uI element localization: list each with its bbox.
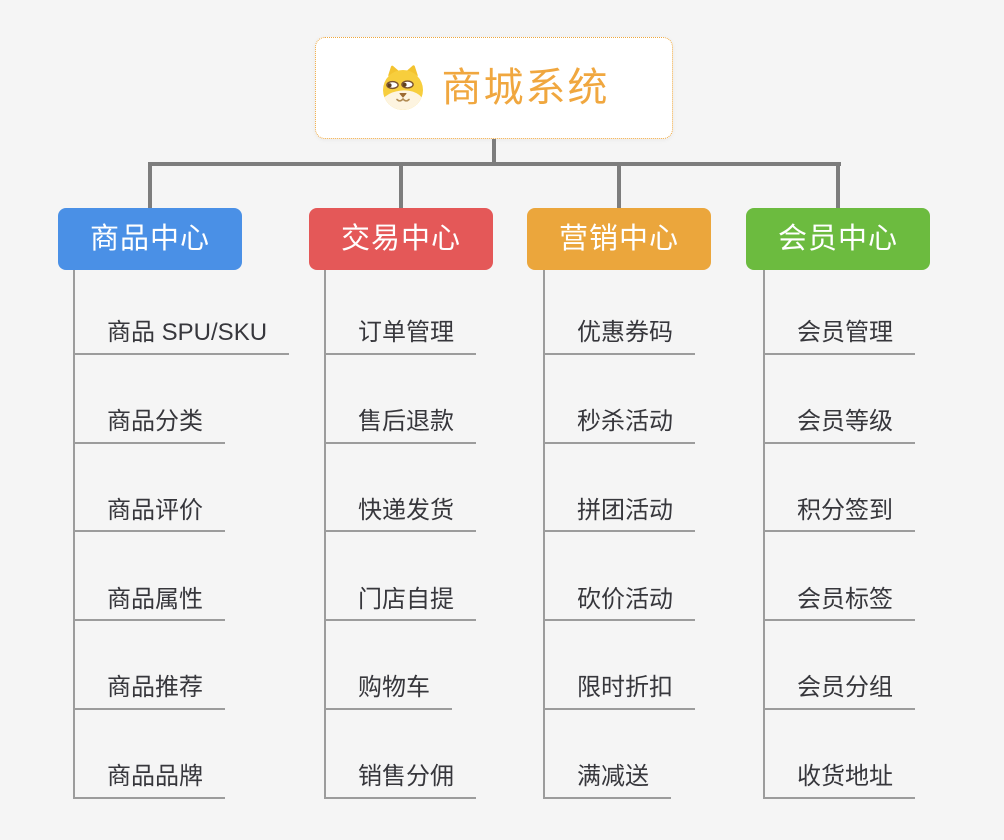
connector-branch-drop [617,162,621,208]
branch-node-product-center[interactable]: 商品中心 [58,208,242,270]
branch-spine [763,270,765,799]
leaf-node[interactable]: 满减送 [543,710,671,799]
leaf-node[interactable]: 拼团活动 [543,444,695,533]
leaf-node[interactable]: 销售分佣 [324,710,476,799]
leaf-node[interactable]: 售后退款 [324,355,476,444]
branch-label-trade-center: 交易中心 [340,222,461,255]
leaf-node[interactable]: 优惠券码 [543,266,695,355]
leaf-node[interactable]: 商品 SPU/SKU [73,266,290,355]
leaf-node[interactable]: 会员管理 [763,266,915,355]
leaf-node[interactable]: 商品属性 [73,532,225,622]
leaf-node[interactable]: 砍价活动 [543,532,695,622]
root-title: 商城系统 [441,66,610,110]
leaf-node[interactable]: 会员分组 [763,621,915,710]
branch-leaf-list: 会员管理会员等级积分签到会员标签会员分组收货地址 [763,266,915,799]
branch-node-trade-center[interactable]: 交易中心 [309,208,493,270]
branch-label-product-center: 商品中心 [89,222,210,255]
dog-face-icon [379,64,427,112]
leaf-node[interactable]: 门店自提 [324,532,476,622]
connector-branch-drop [836,162,840,208]
leaf-node[interactable]: 会员等级 [763,355,915,444]
leaf-node[interactable]: 商品分类 [73,355,225,444]
leaf-node[interactable]: 收货地址 [763,710,915,799]
leaf-node[interactable]: 积分签到 [763,444,915,533]
leaf-node[interactable]: 会员标签 [763,532,915,622]
branch-spine [543,270,545,799]
leaf-node[interactable]: 商品品牌 [73,710,225,799]
connector-root-stub [492,139,496,164]
connector-branch-drop [148,162,152,208]
branch-spine [324,270,326,799]
branch-leaf-list: 优惠券码秒杀活动拼团活动砍价活动限时折扣满减送 [543,266,695,799]
leaf-node[interactable]: 商品推荐 [73,621,225,710]
branch-node-marketing-center[interactable]: 营销中心 [527,208,711,270]
leaf-node[interactable]: 订单管理 [324,266,476,355]
leaf-node[interactable]: 商品评价 [73,444,225,533]
branch-leaf-list: 订单管理售后退款快递发货门店自提购物车销售分佣 [324,266,476,799]
branch-label-marketing-center: 营销中心 [558,222,679,255]
leaf-node[interactable]: 限时折扣 [543,621,695,710]
branch-label-member-center: 会员中心 [777,222,898,255]
leaf-node[interactable]: 购物车 [324,621,452,710]
connector-horizontal-bar [148,162,841,166]
leaf-node[interactable]: 快递发货 [324,444,476,533]
leaf-node[interactable]: 秒杀活动 [543,355,695,444]
branch-spine [73,270,75,799]
branch-node-member-center[interactable]: 会员中心 [746,208,930,270]
root-node[interactable]: 商城系统 [315,37,673,139]
connector-branch-drop [399,162,403,208]
